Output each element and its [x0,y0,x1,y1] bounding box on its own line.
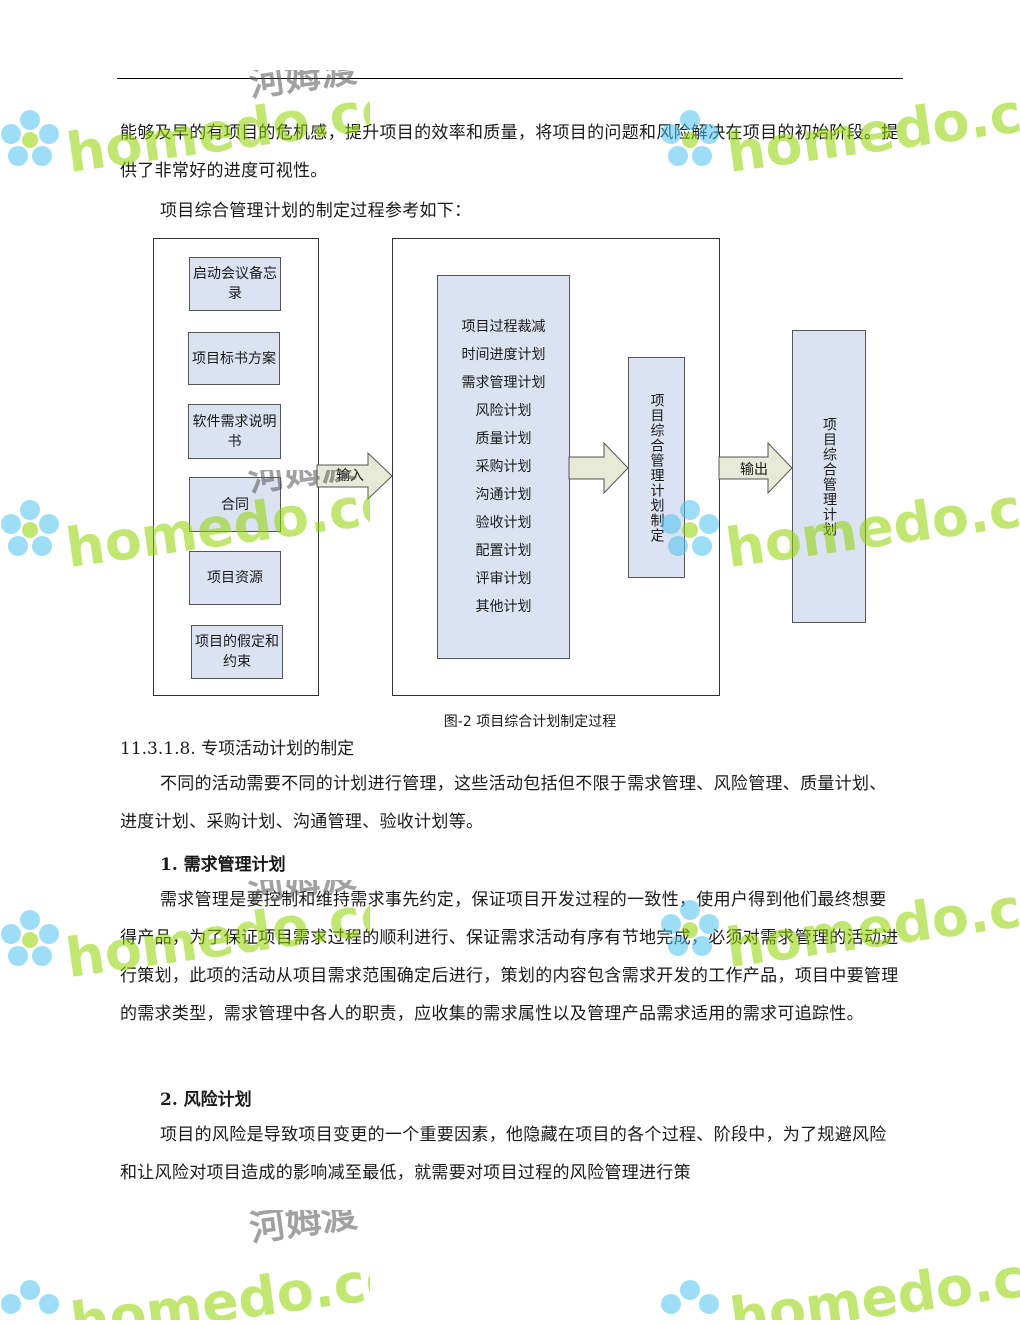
plan-item: 采购计划 [475,459,532,475]
svg-text:河姆渡: 河姆渡 [246,70,359,105]
plan-item: 验收计划 [475,515,532,531]
plan-item: 时间进度计划 [461,347,546,363]
input-arrow-icon [316,452,393,500]
watermark: homedo.com [650,1210,1020,1324]
plan-item: 风险计划 [475,403,532,419]
intro-paragraph-1: 能够及早的有项目的危机感，提升项目的效率和质量，将项目的问题和风险解决在项目的初… [120,123,899,181]
svg-text:homedo.com: homedo.com [67,1238,370,1320]
input-box-2: 项目标书方案 [188,332,280,385]
svg-text:河姆渡: 河姆渡 [247,1210,360,1250]
output-box: 项目综合管理计划 [792,330,866,623]
input-box-3: 软件需求说明书 [188,404,281,459]
input-box-4: 合同 [189,477,281,532]
process-box: 项目综合管理计划制定 [628,357,685,578]
process-label: 项目综合管理计划制定 [648,392,665,543]
plan-item: 配置计划 [475,543,532,559]
inputs-frame [153,238,319,696]
figure-caption: 图-2 项目综合计划制定过程 [443,714,617,730]
watermark: homedo.com 河姆渡 [0,1194,462,1324]
plan-item: 评审计划 [475,571,532,587]
header-rule [117,78,903,79]
plan-item: 项目过程裁减 [461,319,546,335]
item2-text: 项目的风险是导致项目变更的一个重要因素，他隐藏在项目的各个过程、阶段中，为了规避… [120,1125,887,1183]
input-box-1: 启动会议备忘录 [189,257,281,311]
plan-item: 质量计划 [475,431,532,447]
input-arrow-label: 输入 [336,468,364,484]
plan-item: 其他计划 [475,599,532,615]
item1-text: 需求管理是要控制和维持需求事先约定，保证项目开发过程的一致性，使用户得到他们最终… [120,890,899,1024]
input-box-6: 项目的假定和约束 [191,625,283,679]
plan-item: 沟通计划 [475,487,532,503]
output-arrow-label: 输出 [740,462,768,478]
section-intro: 不同的活动需要不同的计划进行管理，这些活动包括但不限于需求管理、风险管理、质量计… [120,774,887,832]
plan-list-box: 项目过程裁减 时间进度计划 需求管理计划 风险计划 质量计划 采购计划 沟通计划… [437,275,570,659]
input-box-5: 项目资源 [189,551,281,605]
svg-text:homedo.com: homedo.com [726,1233,1020,1320]
item2-title: 2. 风险计划 [160,1090,252,1110]
plan-item: 需求管理计划 [461,375,546,391]
section-heading: 11.3.1.8. 专项活动计划的制定 [120,739,355,759]
item1-title: 1. 需求管理计划 [160,855,286,875]
output-label: 项目综合管理计划 [821,416,837,537]
process-arrow-icon [568,442,629,494]
output-arrow-icon [718,442,793,494]
intro-paragraph-2: 项目综合管理计划的制定过程参考如下： [160,201,472,221]
